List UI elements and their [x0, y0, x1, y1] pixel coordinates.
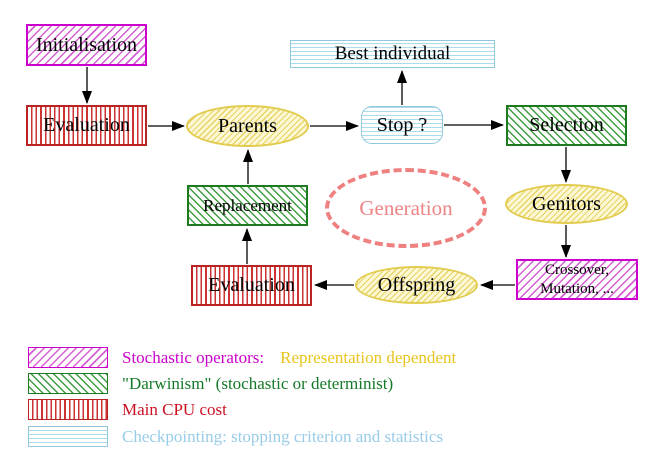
- node-crossover-line1: Crossover,: [545, 261, 609, 278]
- generation-loop-ellipse: Generation: [325, 168, 487, 248]
- node-evaluation-bottom-label: Evaluation: [208, 274, 295, 296]
- node-genitors-label: Genitors: [532, 192, 601, 215]
- node-best-individual-label: Best individual: [334, 43, 451, 64]
- node-selection-label: Selection: [529, 114, 604, 136]
- legend-row-checkpointing: Checkpointing: stopping criterion and st…: [28, 426, 443, 447]
- legend-row-stochastic: Stochastic operators: Representation dep…: [28, 347, 456, 368]
- node-replacement-label: Replacement: [203, 195, 292, 215]
- legend-swatch-red-stripes: [28, 399, 108, 420]
- legend-label-cpu-cost: Main CPU cost: [122, 399, 227, 419]
- legend-swatch-magenta-hatch: [28, 347, 108, 368]
- node-crossover-mutation: Crossover, Mutation, ...: [516, 259, 638, 300]
- legend-label-representation: Representation dependent: [280, 347, 457, 367]
- node-replacement: Replacement: [187, 185, 308, 226]
- node-crossover-line2: Mutation, ...: [540, 280, 614, 297]
- node-parents: Parents: [186, 105, 309, 147]
- legend-row-cpu-cost: Main CPU cost: [28, 399, 227, 420]
- node-stop: Stop ?: [361, 106, 443, 144]
- node-stop-label: Stop ?: [376, 113, 428, 136]
- node-evaluation-top-label: Evaluation: [43, 114, 130, 136]
- node-evaluation-bottom: Evaluation: [191, 265, 312, 306]
- node-selection: Selection: [506, 105, 627, 146]
- legend-label-stochastic: Stochastic operators:: [122, 347, 265, 367]
- generation-label: Generation: [359, 195, 453, 220]
- node-initialisation-label: Initialisation: [35, 33, 138, 56]
- legend-row-darwinism: "Darwinism" (stochastic or determinist): [28, 373, 393, 394]
- legend-swatch-green-hatch: [28, 373, 108, 394]
- node-parents-label: Parents: [218, 114, 277, 137]
- legend-label-darwinism: "Darwinism" (stochastic or determinist): [122, 373, 394, 393]
- legend-label-checkpointing: Checkpointing: stopping criterion and st…: [122, 426, 444, 446]
- node-best-individual: Best individual: [290, 40, 495, 68]
- node-genitors: Genitors: [505, 184, 628, 224]
- legend-swatch-cyan-stripes: [28, 426, 108, 447]
- node-initialisation: Initialisation: [26, 24, 147, 66]
- node-offspring: Offspring: [355, 266, 478, 304]
- node-evaluation-top: Evaluation: [26, 105, 147, 146]
- node-offspring-label: Offspring: [377, 273, 456, 296]
